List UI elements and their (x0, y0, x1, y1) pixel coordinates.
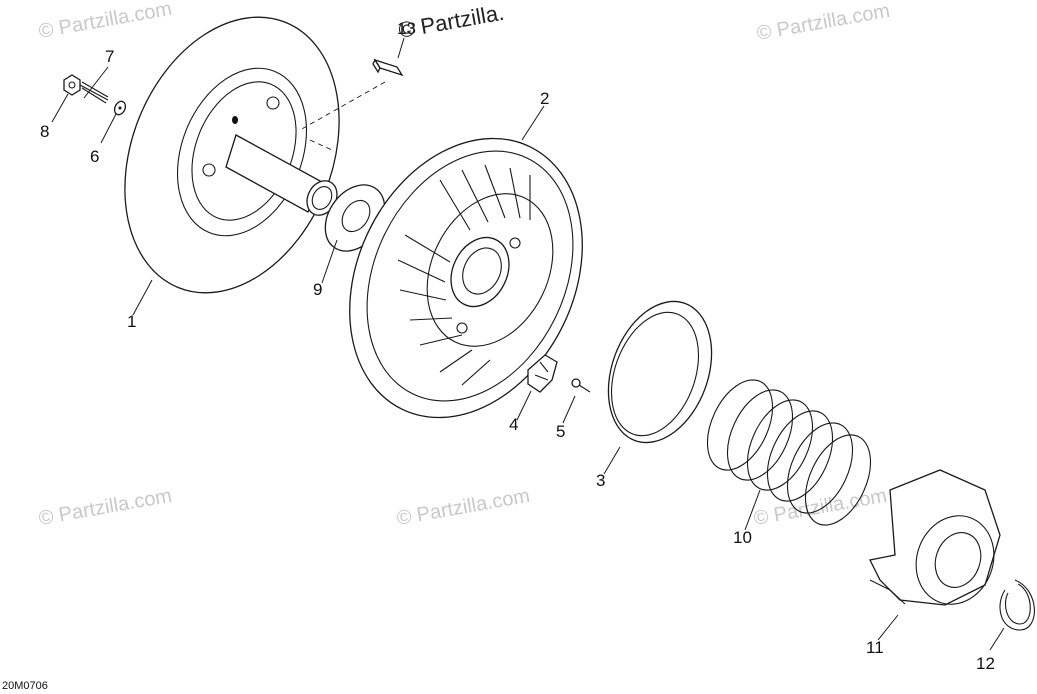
label-2: 2 (540, 89, 549, 108)
label-4: 4 (509, 415, 518, 434)
part-4-slider (527, 354, 558, 393)
label-10: 10 (733, 528, 752, 547)
label-5: 5 (556, 422, 565, 441)
sheave-ribs (397, 164, 531, 386)
diagram-code: 20M0706 (2, 680, 48, 692)
label-12: 12 (976, 654, 995, 673)
label-9: 9 (313, 280, 322, 299)
part-5-screw (571, 378, 591, 393)
part-13-key (299, 58, 404, 151)
part-1-fixed-sheave (124, 16, 340, 294)
part-12-circlip (999, 579, 1035, 631)
part-7-8-6-fasteners (63, 74, 127, 116)
label-3: 3 (596, 471, 605, 490)
part-10-spring (706, 379, 872, 526)
part-3-ring (607, 300, 713, 444)
watermark: © Partzilla.com (37, 0, 174, 43)
part-11-cam (869, 469, 1001, 606)
watermark-overlay: © Partzilla. (397, 0, 506, 43)
leader-lines (51, 37, 1005, 651)
watermark: © Partzilla.com (755, 0, 892, 45)
watermark: © Partzilla.com (395, 485, 532, 530)
label-7: 7 (105, 47, 114, 66)
label-1: 1 (127, 312, 136, 331)
label-13: 13 (397, 19, 416, 38)
watermark: © Partzilla.com (37, 485, 174, 530)
label-11: 11 (866, 638, 884, 657)
label-6: 6 (90, 147, 99, 166)
callout-labels: 1 2 3 4 5 6 7 8 9 10 11 12 13 (40, 19, 995, 673)
label-8: 8 (40, 122, 49, 141)
watermark: © Partzilla.com (752, 485, 889, 530)
part-2-movable-sheave (349, 137, 583, 419)
